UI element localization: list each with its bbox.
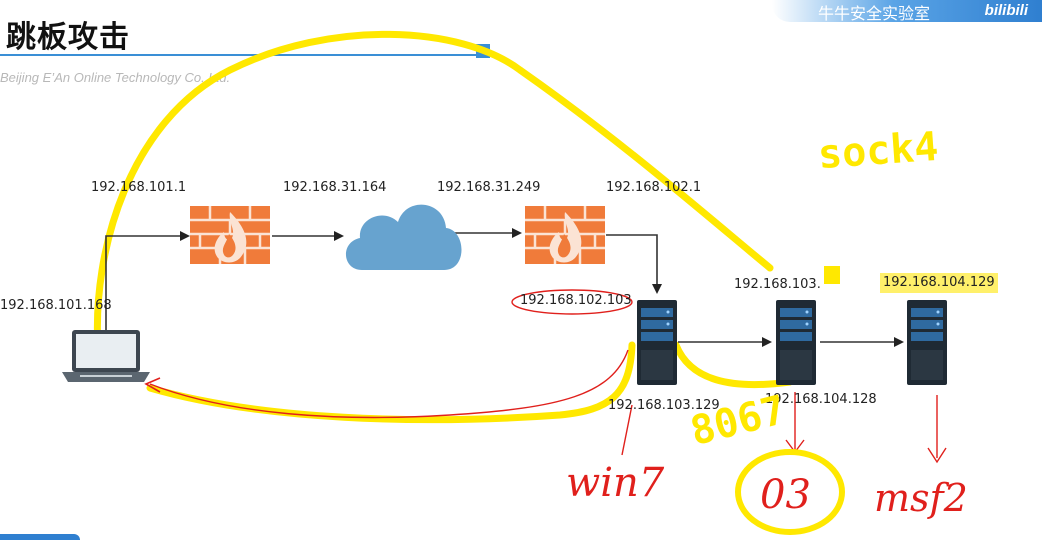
server3-label-highlight xyxy=(880,273,998,293)
highlight-mark xyxy=(824,266,840,284)
return-arrow-red xyxy=(149,349,629,419)
title-underline xyxy=(0,54,488,56)
server-icon-3 xyxy=(907,300,947,385)
server3-ip-label: 192.168.104.129 xyxy=(883,275,995,290)
slide-title: 跳板攻击 xyxy=(6,20,130,55)
edge-attacker-fw1 xyxy=(105,231,190,355)
pivot-highlight-return xyxy=(146,341,636,424)
msf2-pointer xyxy=(927,395,947,464)
server2-ip-label: 192.168.103. xyxy=(734,277,821,292)
socks4-annotation: sock4 xyxy=(816,123,940,179)
firewall-icon-1 xyxy=(190,206,270,264)
firewall-icon-2 xyxy=(525,206,605,264)
socks-highlight-route xyxy=(672,341,794,389)
msf2-annotation: msf2 xyxy=(874,476,968,520)
slide-corner-accent xyxy=(0,534,80,540)
server1-ip-label: 192.168.102.103 xyxy=(520,293,632,308)
server-icon-2 xyxy=(776,300,816,385)
cloud-icon xyxy=(345,204,462,270)
edge-fw2-server1 xyxy=(606,234,662,294)
lab-badge-text: 牛牛安全实验室 xyxy=(817,4,930,23)
server2-ip-label-2: 192.168.104.128 xyxy=(765,392,877,407)
fw2-inner-ip-label: 192.168.102.1 xyxy=(606,180,702,195)
company-name: Beijing E’An Online Technology Co.,Ltd. xyxy=(0,70,231,85)
lab-badge: 牛牛安全实验室 bilibili xyxy=(772,0,1042,23)
return-arrowhead xyxy=(144,377,161,393)
win7-pointer xyxy=(621,404,633,456)
attacker-ip-label: 192.168.101.168 xyxy=(0,298,112,313)
server1-ip-label-2: 192.168.103.129 xyxy=(608,398,720,413)
server-icon-1 xyxy=(637,300,677,385)
o3-annotation: 03 xyxy=(760,472,811,518)
win7-annotation: win7 xyxy=(566,460,665,506)
server1-label-circle xyxy=(511,289,633,315)
laptop-icon xyxy=(62,330,150,382)
fw2-outer-ip-label: 192.168.31.249 xyxy=(437,180,541,195)
cloud-ip-label: 192.168.31.164 xyxy=(283,180,387,195)
fw1-ip-label: 192.168.101.1 xyxy=(91,180,187,195)
o3-highlight-circle xyxy=(735,449,845,535)
pivot-highlight-loop xyxy=(93,30,774,352)
bilibili-logo: bilibili xyxy=(984,2,1028,19)
